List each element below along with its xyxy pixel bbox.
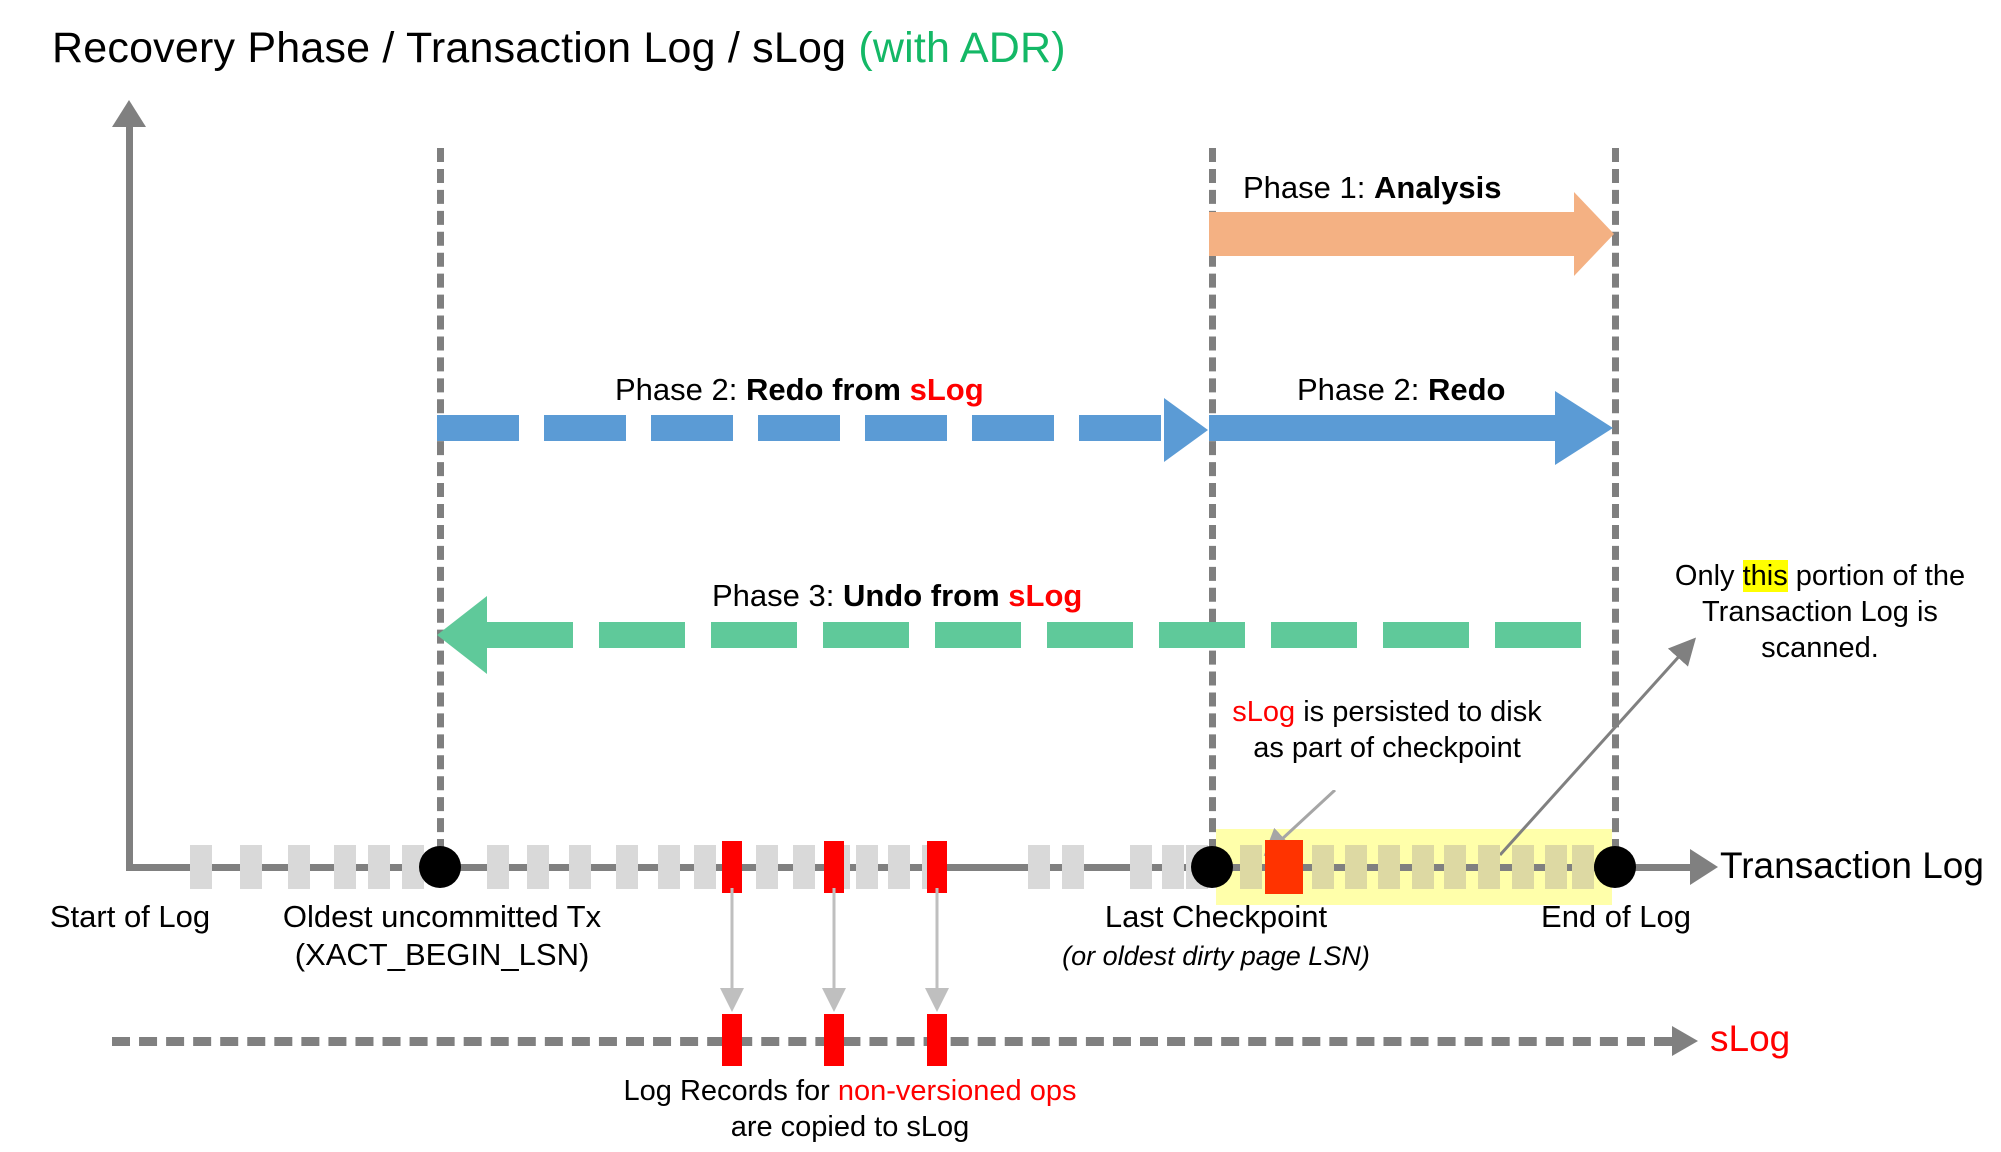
slog-checkpoint-record (1265, 840, 1303, 894)
label-start-of-log: Start of Log (49, 899, 211, 934)
title-accent: (with ADR) (858, 24, 1066, 72)
slog-copy-note-pre: Log Records for (623, 1075, 838, 1107)
page-title: Recovery Phase / Transaction Log / sLog … (52, 22, 1066, 74)
marker-dot-end-of-log (1594, 846, 1636, 888)
y-axis-line (126, 122, 133, 867)
label-oldest-tx-main: Oldest uncommitted Tx (282, 899, 602, 934)
label-last-checkpoint-sub: (or oldest dirty page LSN) (1062, 941, 1370, 971)
phase-2-slog-prefix: Phase 2: (615, 372, 746, 407)
phase-1-arrowhead-icon (1574, 192, 1614, 276)
guide-last-checkpoint (1209, 148, 1216, 874)
scan-note-post: portion of the Transaction Log is scanne… (1702, 560, 1966, 664)
marker-dot-last-checkpoint (1191, 846, 1233, 888)
non-versioned-log-record-2 (824, 841, 844, 893)
phase-2-arrowhead-icon (1555, 391, 1613, 465)
non-versioned-log-record-3 (927, 841, 947, 893)
y-axis-arrowhead-icon (112, 100, 146, 127)
phase-1-arrow-body (1209, 212, 1574, 256)
slog-series-label: sLog (1710, 1018, 1791, 1059)
slog-record-1 (722, 1014, 742, 1066)
checkpoint-note: sLog is persisted to disk as part of che… (1222, 694, 1552, 766)
label-oldest-tx-sub: (XACT_BEGIN_LSN) (294, 937, 590, 972)
phase-3-suffix: sLog (1008, 578, 1083, 613)
phase-2-slog-arrowhead-icon (1164, 398, 1208, 462)
transaction-log-axis-line (126, 864, 1696, 871)
checkpoint-note-text: is persisted to disk as part of checkpoi… (1253, 696, 1542, 764)
phase-3-name: Undo from (842, 578, 1009, 613)
slog-copy-note-keyword: non-versioned ops (837, 1075, 1077, 1107)
slog-copy-note: Log Records for non-versioned ops are co… (540, 1073, 1160, 1145)
slog-copy-note-post: are copied to sLog (730, 1111, 970, 1143)
checkpoint-note-keyword: sLog (1232, 696, 1296, 728)
phase-1-label: Phase 1: Analysis (1243, 170, 1502, 206)
phase-2-slog-name: Redo from (745, 372, 910, 407)
marker-dot-oldest-tx (419, 846, 461, 888)
title-main: Recovery Phase / Transaction Log / sLog (52, 24, 859, 72)
non-versioned-log-record-1 (722, 841, 742, 893)
phase-2-prefix: Phase 2: (1297, 372, 1428, 407)
phase-2-slog-label: Phase 2: Redo from sLog (615, 372, 984, 408)
slog-arrowhead-icon (1672, 1026, 1698, 1056)
scan-note: Only this portion of the Transaction Log… (1640, 558, 2000, 666)
label-last-checkpoint: Last Checkpoint (or oldest dirty page LS… (1060, 898, 1372, 975)
label-oldest-tx: Oldest uncommitted Tx (XACT_BEGIN_LSN) (262, 898, 622, 974)
phase-1-name: Analysis (1373, 170, 1502, 205)
transaction-log-arrowhead-icon (1690, 849, 1718, 885)
phase-2-label: Phase 2: Redo (1297, 372, 1505, 408)
scan-note-highlight: this (1742, 560, 1788, 592)
phase-2-arrow-body (1209, 415, 1555, 441)
slog-copy-leader-arrows-icon (720, 888, 949, 1012)
phase-3-label: Phase 3: Undo from sLog (712, 578, 1082, 614)
phase-2-slog-arrow-body (437, 415, 1162, 441)
label-end-of-log: End of Log (1541, 899, 1691, 934)
scan-note-leader-arrow-icon (1498, 637, 1697, 857)
phase-3-arrowhead-icon (437, 596, 487, 674)
slog-record-3 (927, 1014, 947, 1066)
phase-3-prefix: Phase 3: (712, 578, 843, 613)
guide-oldest-tx (437, 148, 444, 874)
phase-3-arrow-body (487, 622, 1612, 648)
slog-axis-line (112, 1037, 1672, 1046)
scan-note-pre: Only (1674, 560, 1743, 592)
transaction-log-series-label: Transaction Log (1720, 845, 1984, 886)
phase-2-slog-suffix: sLog (909, 372, 984, 407)
guide-end-of-log (1612, 148, 1619, 874)
phase-1-prefix: Phase 1: (1243, 170, 1374, 205)
phase-2-name: Redo (1427, 372, 1506, 407)
slog-record-2 (824, 1014, 844, 1066)
label-last-checkpoint-main: Last Checkpoint (1104, 899, 1328, 934)
